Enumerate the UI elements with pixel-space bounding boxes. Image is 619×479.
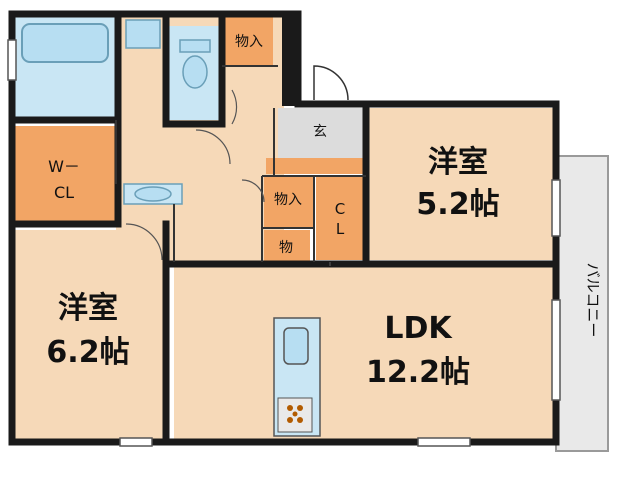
floor-ldk xyxy=(174,265,554,440)
wcl-floor xyxy=(14,126,116,222)
storage-top-floor xyxy=(225,17,273,67)
western-b-size: 6.2帖 xyxy=(46,335,129,370)
sink-basin xyxy=(134,186,172,202)
partitions xyxy=(115,65,366,262)
ldk-name: LDK xyxy=(384,311,453,346)
storage-mid-floor xyxy=(264,176,314,228)
wcl-label-2: CL xyxy=(54,183,74,202)
storage-top-label: 物入 xyxy=(235,34,263,50)
wcl-label-1: W－ xyxy=(48,157,80,176)
washbasin-top xyxy=(125,19,161,49)
balcony-label: バルコニー xyxy=(584,263,602,338)
western-b-name: 洋室 xyxy=(58,291,118,326)
kitchen-sink xyxy=(283,327,309,365)
western-a-name: 洋室 xyxy=(428,145,488,180)
entrance-label: 玄 xyxy=(313,123,327,140)
bathtub xyxy=(21,23,109,63)
entrance-floor xyxy=(278,108,368,158)
balcony xyxy=(555,155,609,452)
storage-small-floor xyxy=(264,230,310,262)
cl-label-1: C xyxy=(335,200,345,218)
door-swings xyxy=(125,89,331,266)
windows xyxy=(7,39,561,447)
toilet-tank xyxy=(179,39,211,53)
storage-mid-label: 物入 xyxy=(274,192,302,208)
storage-small-label: 物 xyxy=(279,240,293,256)
cl-label-2: L xyxy=(336,220,345,238)
floor-western-a xyxy=(368,108,553,260)
western-a-size: 5.2帖 xyxy=(416,187,499,222)
floor-hall-lower xyxy=(174,190,264,265)
entrance-door-swing xyxy=(313,65,349,101)
shoe-cabinet xyxy=(266,158,364,174)
toilet-bowl xyxy=(182,55,208,89)
ldk-size: 12.2帖 xyxy=(366,355,470,390)
cl-floor xyxy=(316,176,364,260)
